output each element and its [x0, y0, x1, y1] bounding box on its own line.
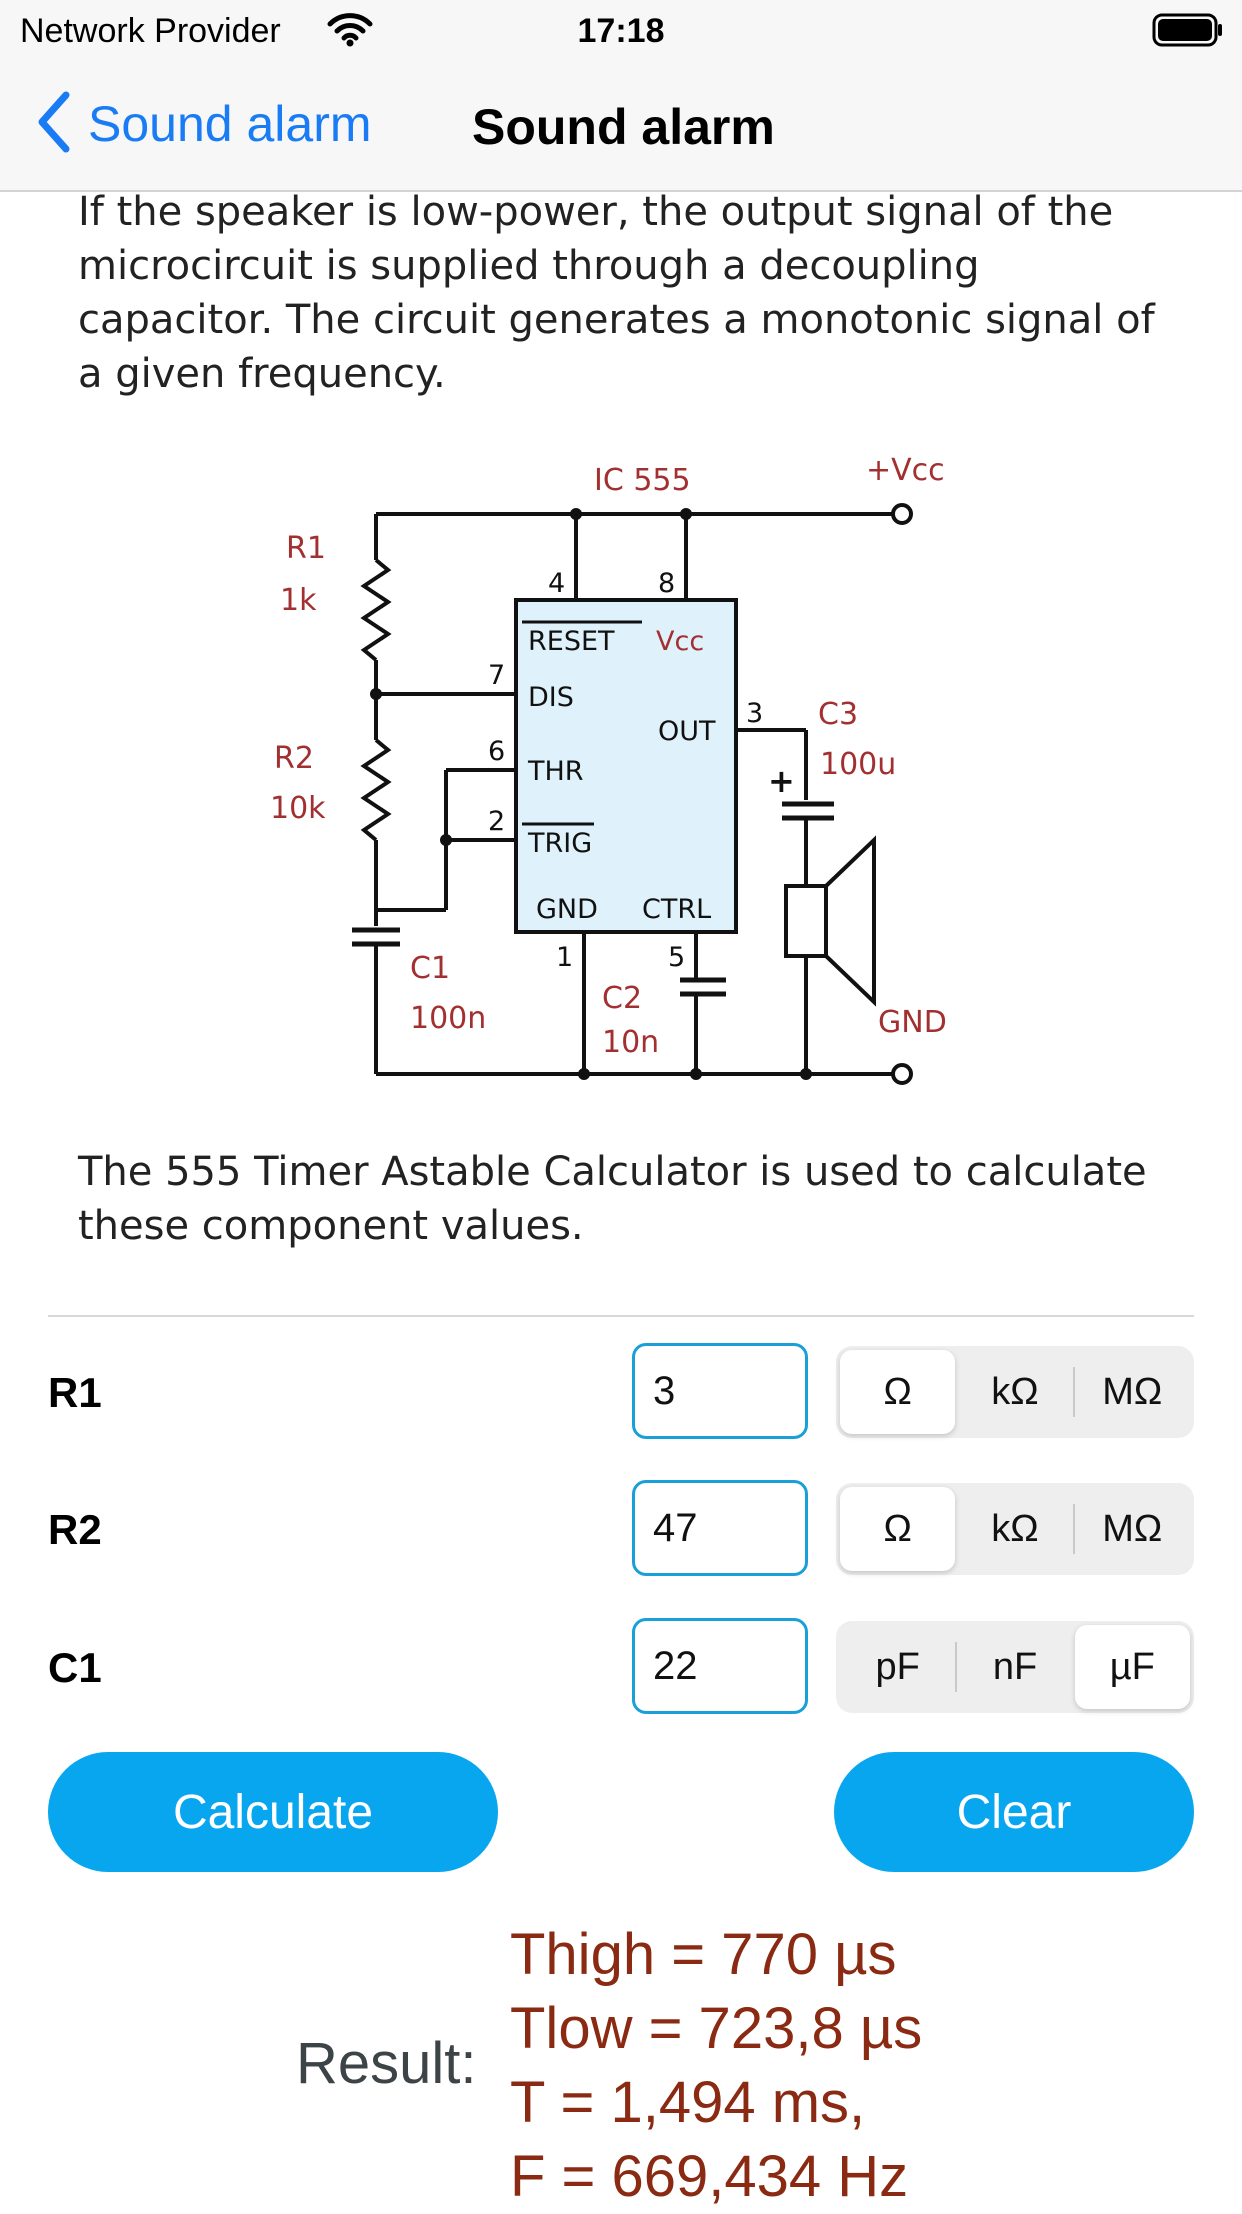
- chevron-left-icon: [36, 91, 70, 158]
- pin-reset-label: RESET: [528, 626, 615, 657]
- back-button[interactable]: Sound alarm: [36, 91, 372, 158]
- c1-label: C1: [48, 1644, 102, 1691]
- r1-value: 1k: [280, 583, 317, 618]
- pin-ctrl-label: CTRL: [642, 894, 711, 925]
- c1-unit-uf[interactable]: µF: [1074, 1625, 1190, 1709]
- pin-6-number: 6: [488, 736, 505, 767]
- c1-unit-pf[interactable]: pF: [875, 1645, 920, 1688]
- pin-vcc-label: Vcc: [656, 626, 704, 657]
- r2-unit-mohm[interactable]: MΩ: [1102, 1507, 1163, 1550]
- input-row-r1: R1 Ω kΩ MΩ: [0, 1343, 1242, 1443]
- r1-unit-mohm[interactable]: MΩ: [1102, 1370, 1163, 1413]
- battery-icon: [1152, 12, 1224, 53]
- r1-unit-kohm[interactable]: kΩ: [991, 1370, 1039, 1413]
- navigation-bar: Sound alarm Sound alarm: [0, 62, 1242, 192]
- pin-1-number: 1: [556, 942, 573, 973]
- back-button-label: Sound alarm: [88, 96, 372, 152]
- c1-value-field[interactable]: [632, 1618, 808, 1714]
- circuit-schematic: IC 555 +Vcc GND R1 1k R2 10k C1 100n C2 …: [270, 453, 947, 1085]
- pin-4-number: 4: [548, 568, 565, 599]
- r1-unit-ohm[interactable]: Ω: [840, 1350, 956, 1434]
- carrier-label: Network Provider: [20, 12, 281, 50]
- result-thigh: Thigh = 770 µs: [510, 1922, 897, 1987]
- status-bar: Network Provider 17:18: [0, 0, 1242, 62]
- c1-value: 100n: [410, 1001, 486, 1036]
- input-row-r2: R2 Ω kΩ MΩ: [0, 1480, 1242, 1580]
- vcc-label: +Vcc: [866, 453, 945, 488]
- result-period: T = 1,494 ms,: [510, 2070, 866, 2135]
- c1-name: C1: [410, 951, 450, 986]
- result-values: Thigh = 770 µs Tlow = 723,8 µs T = 1,494…: [510, 1918, 922, 2214]
- segment-separator: [1072, 1504, 1075, 1554]
- c3-polarity-sign: +: [768, 762, 795, 800]
- result-label: Result:: [296, 2031, 477, 2096]
- r2-unit-kohm[interactable]: kΩ: [991, 1507, 1039, 1550]
- r1-label: R1: [48, 1369, 102, 1416]
- pin-7-number: 7: [488, 660, 505, 691]
- pin-8-number: 8: [658, 568, 675, 599]
- pin-5-number: 5: [668, 942, 685, 973]
- r2-unit-selector: Ω kΩ MΩ: [836, 1483, 1194, 1575]
- pin-thr-label: THR: [527, 756, 584, 787]
- gnd-label: GND: [878, 1005, 947, 1040]
- clock: 17:18: [577, 12, 665, 50]
- chip-label: IC 555: [594, 463, 691, 498]
- r2-value: 10k: [270, 791, 326, 826]
- r2-value-field[interactable]: [632, 1480, 808, 1576]
- pin-dis-label: DIS: [528, 682, 574, 713]
- clear-button[interactable]: Clear: [834, 1752, 1194, 1872]
- segment-separator: [1072, 1367, 1075, 1417]
- c3-value: 100u: [820, 747, 896, 782]
- pin-out-label: OUT: [658, 716, 716, 747]
- c1-unit-nf[interactable]: nF: [992, 1645, 1038, 1688]
- calculate-button[interactable]: Calculate: [48, 1752, 498, 1872]
- c2-name: C2: [602, 981, 642, 1016]
- section-divider: [48, 1315, 1194, 1317]
- r2-unit-ohm[interactable]: Ω: [840, 1487, 956, 1571]
- page-title: Sound alarm: [472, 99, 775, 155]
- pin-gnd-label: GND: [536, 894, 598, 925]
- pin-3-number: 3: [746, 698, 763, 729]
- r2-label: R2: [48, 1506, 102, 1553]
- result-frequency: F = 669,434 Hz: [510, 2144, 909, 2209]
- result-tlow: Tlow = 723,8 µs: [510, 1996, 923, 2061]
- c2-value: 10n: [602, 1025, 659, 1060]
- c1-unit-selector: pF nF µF: [836, 1621, 1194, 1713]
- r1-unit-selector: Ω kΩ MΩ: [836, 1346, 1194, 1438]
- pin-2-number: 2: [488, 806, 505, 837]
- c3-name: C3: [818, 697, 858, 732]
- r1-name: R1: [286, 531, 326, 566]
- pin-trig-label: TRIG: [527, 828, 592, 859]
- description-top: If the speaker is low-power, the output …: [78, 189, 1155, 397]
- r2-name: R2: [274, 741, 314, 776]
- wifi-icon: [326, 12, 374, 53]
- input-row-c1: C1 pF nF µF: [0, 1618, 1242, 1718]
- r1-value-field[interactable]: [632, 1343, 808, 1439]
- segment-separator: [955, 1642, 958, 1692]
- description-bottom: The 555 Timer Astable Calculator is used…: [78, 1149, 1147, 1249]
